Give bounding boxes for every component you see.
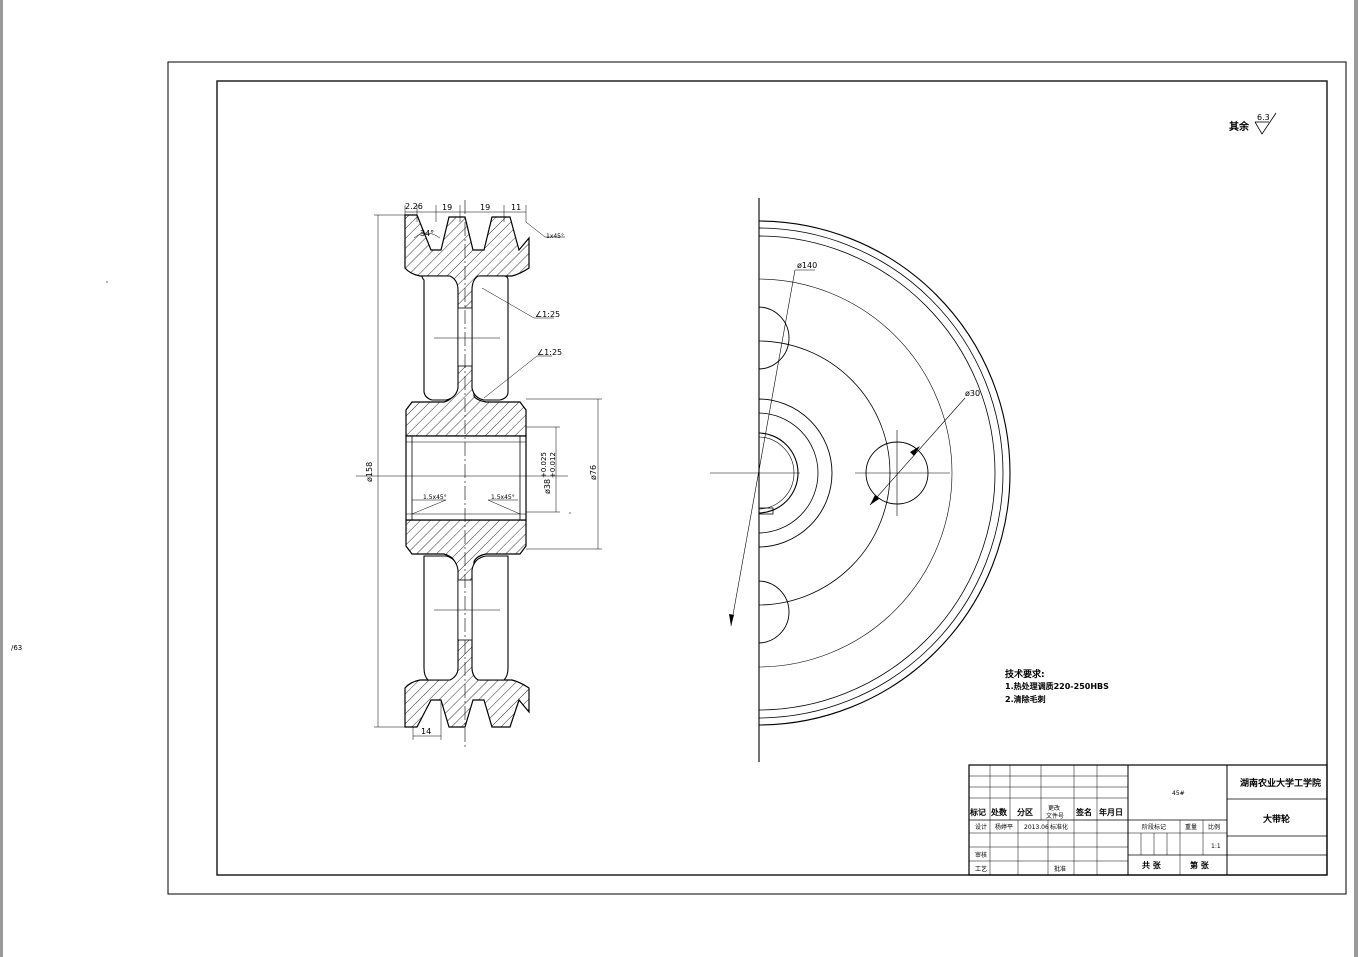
title-block-text: 标记 处数 分区 更改 文件号 签名 年月日 设计 杨婷平 2013.06 标准…: [969, 777, 1321, 873]
dim-top-offset: 2.26: [405, 202, 423, 211]
dim-chamfer-right: 1.5x45°: [491, 494, 515, 501]
approve-label: 批准: [1054, 865, 1066, 873]
sheet-no: 第 张: [1190, 860, 1210, 870]
dim-chamfer-left: 1.5x45°: [423, 494, 447, 501]
window-edge-right: [1354, 0, 1358, 957]
stage-label: 阶段标记: [1142, 823, 1166, 831]
dim-hole-dia: ø30: [965, 389, 980, 398]
margin-mark: /63: [11, 644, 22, 652]
scale-value: 1:1: [1211, 843, 1221, 850]
review-label: 审核: [975, 851, 987, 859]
school-name: 湖南农业大学工学院: [1240, 777, 1321, 789]
tech-req-line2: 2.清除毛刺: [1005, 694, 1046, 704]
weight-label: 重量: [1185, 823, 1197, 831]
hdr-sign: 签名: [1075, 807, 1092, 817]
dim-bore-tol-lower: +0.012: [549, 452, 557, 478]
hdr-mark: 标记: [969, 807, 986, 817]
dim-pcd: ø140: [797, 261, 817, 270]
dim-slope-2: ∠1:25: [537, 348, 562, 357]
dim-bottom-width: 14: [421, 727, 431, 736]
hdr-count: 处数: [990, 807, 1008, 817]
part-name: 大带轮: [1263, 813, 1290, 825]
title-block: [968, 764, 1328, 876]
outer-border: [167, 61, 1347, 895]
window-edge: [0, 0, 3, 957]
lower-left-cavity: [423, 555, 459, 681]
sheets-total: 共 张: [1142, 860, 1162, 870]
dim-slope-1: ∠1:25: [535, 310, 560, 319]
hdr-date: 年月日: [1099, 807, 1123, 817]
bore: [405, 435, 527, 521]
dim-hub-diameter: ø76: [589, 465, 598, 480]
roughness-symbol: 其余 6.3: [1229, 112, 1277, 135]
face-view: ø140 ø30: [710, 198, 1011, 762]
design-date: 2013.06: [1024, 824, 1049, 831]
lower-right-cavity: [471, 555, 509, 681]
dim-chamfer-top: 1x45°: [546, 233, 564, 240]
designer: 杨婷平: [995, 823, 1013, 831]
dim-groove-pitch-1: 19: [442, 203, 452, 212]
dim-groove-angle: 34°: [420, 229, 434, 238]
design-label: 设计: [975, 823, 987, 831]
material: 45#: [1172, 790, 1185, 797]
roughness-value: 6.3: [1257, 113, 1270, 122]
process-label: 工艺: [975, 865, 987, 873]
tech-req-line1: 1.热处理调质220-250HBS: [1005, 681, 1109, 691]
dim-groove-pitch-2: 19: [480, 203, 490, 212]
hdr-zone: 分区: [1017, 807, 1033, 817]
tech-requirements: 技术要求: 1.热处理调质220-250HBS 2.清除毛刺: [1005, 668, 1109, 704]
roughness-check-icon: [1254, 112, 1277, 135]
tech-req-title: 技术要求:: [1005, 668, 1045, 680]
dim-bore-tol-upper: +0.025: [540, 452, 548, 478]
inner-border: [216, 80, 1328, 876]
standard-label: 标准化: [1050, 823, 1068, 831]
hdr-docno-2: 文件号: [1046, 812, 1064, 820]
dim-bore-diameter: ø38: [543, 479, 552, 494]
hdr-docno-1: 更改: [1048, 804, 1060, 812]
dim-outer-diameter: ø158: [365, 462, 374, 482]
dim-edge-width: 11: [511, 203, 521, 212]
scale-label: 比例: [1208, 823, 1220, 831]
section-view: ø158 2.26 19 19 11 34° 1x45° ∠1:25 ∠1:25…: [356, 200, 602, 750]
roughness-label: 其余: [1229, 120, 1250, 133]
stray-dot: [106, 281, 108, 283]
